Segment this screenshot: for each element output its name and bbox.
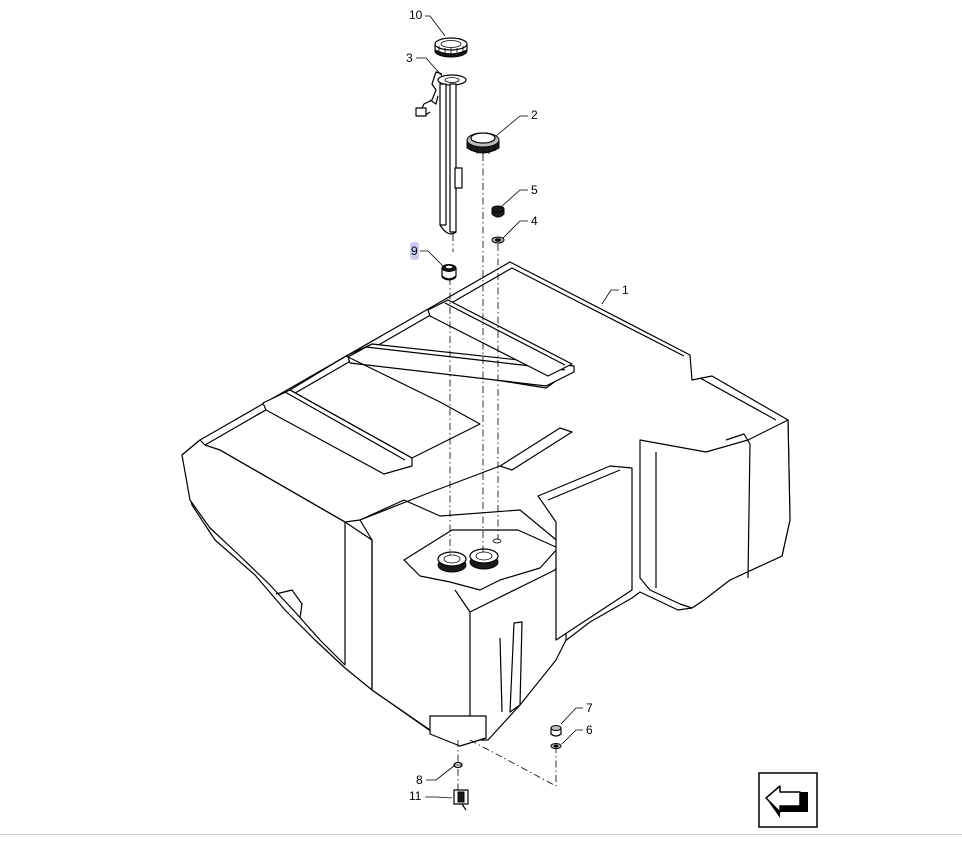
back-nav-button[interactable] bbox=[758, 772, 818, 828]
callout-9[interactable]: 9 bbox=[411, 244, 418, 258]
callout-3[interactable]: 3 bbox=[406, 51, 413, 65]
washer[interactable] bbox=[491, 236, 505, 244]
callout-5[interactable]: 5 bbox=[531, 183, 538, 197]
drain-plug[interactable] bbox=[550, 725, 562, 737]
drain-fitting[interactable] bbox=[453, 789, 469, 811]
callout-10[interactable]: 10 bbox=[409, 8, 423, 22]
clamp[interactable] bbox=[453, 761, 463, 769]
lock-ring[interactable] bbox=[434, 37, 468, 58]
page-divider bbox=[0, 834, 962, 835]
callout-1[interactable]: 1 bbox=[622, 283, 629, 297]
arrow-back-icon bbox=[765, 785, 808, 818]
callout-9-highlight bbox=[410, 242, 419, 260]
callout-2[interactable]: 2 bbox=[531, 108, 538, 122]
callout-8[interactable]: 8 bbox=[416, 773, 423, 787]
fuel-level-sender[interactable] bbox=[415, 71, 467, 235]
fuel-tank[interactable] bbox=[181, 261, 791, 747]
callout-7[interactable]: 7 bbox=[586, 701, 593, 715]
callout-11[interactable]: 11 bbox=[409, 789, 422, 803]
drain-washer[interactable] bbox=[550, 743, 562, 749]
callout-6[interactable]: 6 bbox=[586, 723, 593, 737]
filler-cap[interactable] bbox=[466, 132, 500, 155]
callout-labels: 10 3 2 5 4 9 1 7 6 8 11 bbox=[406, 8, 629, 803]
plug[interactable] bbox=[491, 205, 505, 218]
callout-4[interactable]: 4 bbox=[531, 214, 538, 228]
grommet[interactable] bbox=[441, 264, 457, 281]
